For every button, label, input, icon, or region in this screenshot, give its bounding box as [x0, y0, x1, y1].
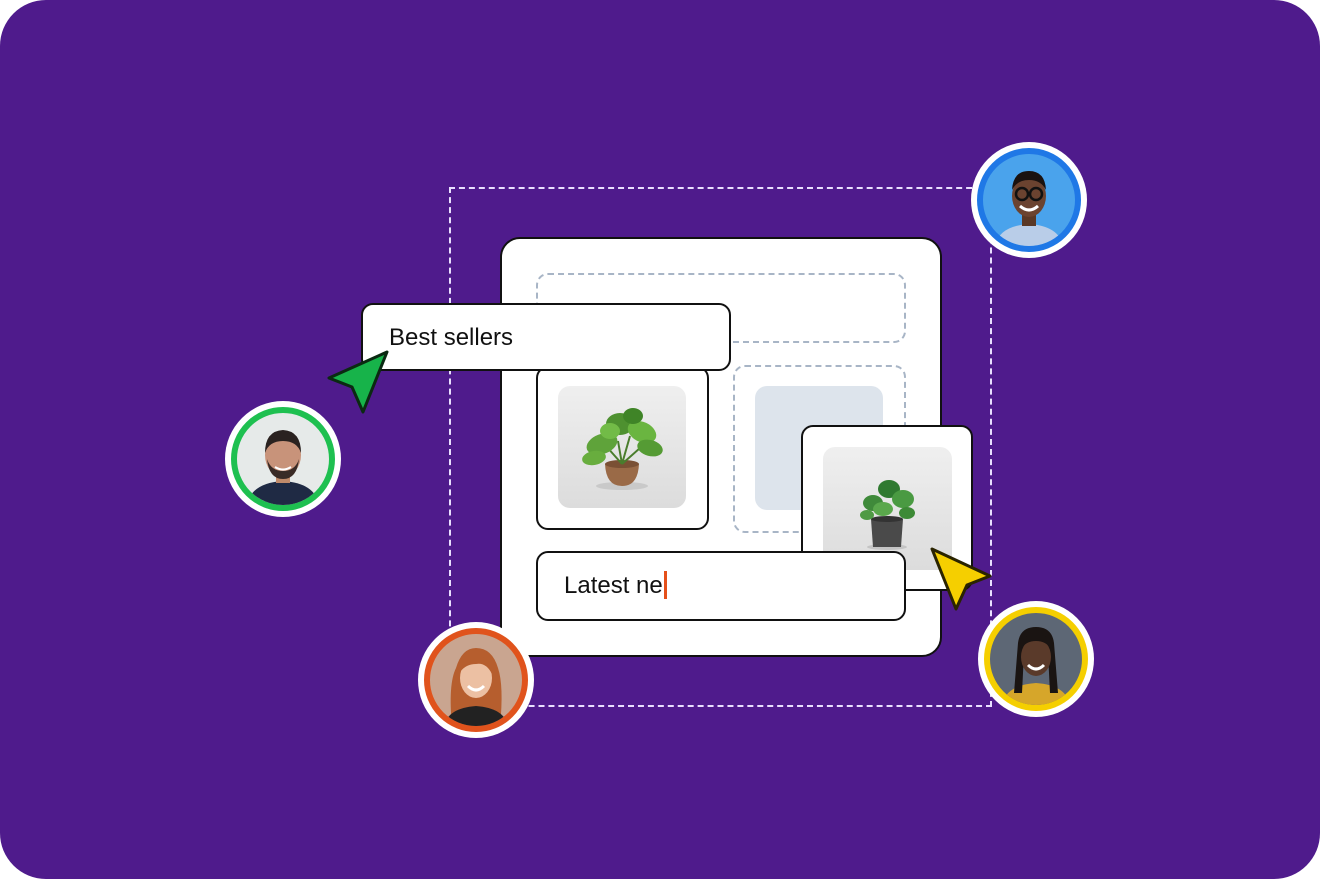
yellow-cursor-icon: [930, 547, 992, 611]
avatar-user-yellow: [978, 601, 1094, 717]
best-sellers-label: Best sellers: [389, 324, 514, 351]
person-portrait: [444, 648, 508, 726]
avatar-user-orange: [418, 622, 534, 738]
avatar-user-blue: [971, 142, 1087, 258]
text-caret: [663, 570, 667, 599]
selection-marquee: [449, 187, 992, 707]
plant-photo: [823, 447, 952, 570]
person-portrait: [995, 171, 1063, 246]
best-sellers-label-box[interactable]: Best sellers: [361, 303, 731, 371]
text-input-block[interactable]: Latest ne: [536, 551, 906, 621]
green-cursor-icon: [327, 350, 389, 414]
text-input-value: Latest ne: [564, 553, 667, 619]
person-portrait: [247, 430, 319, 505]
avatar-user-green: [225, 401, 341, 517]
person-portrait: [1002, 627, 1070, 705]
plant-photo: [558, 386, 686, 508]
